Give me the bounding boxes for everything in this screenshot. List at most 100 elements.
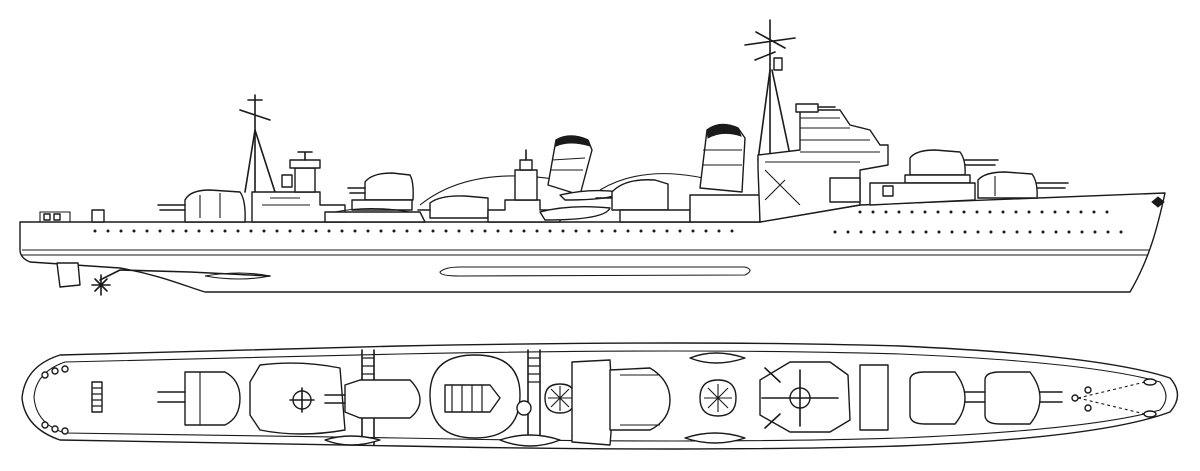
porthole: [171, 229, 175, 233]
porthole: [1067, 230, 1071, 234]
plan-superfiring-turret: [344, 379, 421, 419]
plan-aft-funnel: [544, 383, 576, 414]
porthole: [871, 210, 875, 214]
porthole: [470, 229, 474, 233]
porthole: [1028, 230, 1032, 234]
fore-funnel: [699, 123, 746, 193]
forward-turret-b: [904, 149, 999, 184]
plan-catwalk-mid: [527, 349, 541, 446]
portholes: [93, 210, 1123, 234]
porthole: [872, 230, 876, 234]
porthole: [976, 230, 980, 234]
porthole: [548, 229, 552, 233]
porthole: [249, 229, 253, 233]
porthole: [898, 230, 902, 234]
porthole: [93, 229, 97, 233]
porthole: [1105, 210, 1109, 214]
propeller-icon: [91, 274, 111, 296]
plan-aft-turret: [157, 371, 241, 426]
porthole: [988, 210, 992, 214]
aft-mast: [239, 94, 276, 196]
forward-deckhouse: [869, 182, 976, 206]
porthole: [1002, 230, 1006, 234]
porthole: [184, 229, 188, 233]
porthole: [897, 210, 901, 214]
porthole: [949, 210, 953, 214]
porthole: [923, 210, 927, 214]
porthole: [626, 229, 630, 233]
superfiring-turret: [347, 172, 414, 211]
porthole: [236, 229, 240, 233]
porthole: [858, 210, 862, 214]
porthole: [613, 229, 617, 233]
profile-view: [19, 19, 1166, 296]
porthole: [730, 229, 734, 233]
porthole: [1119, 230, 1123, 234]
porthole: [145, 229, 149, 233]
porthole: [288, 229, 292, 233]
porthole: [962, 210, 966, 214]
porthole: [717, 229, 721, 233]
porthole: [691, 229, 695, 233]
plan-bridge: [759, 361, 851, 433]
porthole: [975, 210, 979, 214]
porthole: [379, 229, 383, 233]
porthole: [963, 230, 967, 234]
searchlight-tower: [281, 151, 321, 193]
porthole: [574, 229, 578, 233]
torpedo-tube-aft: [417, 195, 489, 219]
porthole: [1093, 230, 1097, 234]
porthole: [885, 230, 889, 234]
porthole: [1027, 210, 1031, 214]
porthole: [392, 229, 396, 233]
plan-view: [21, 342, 1179, 450]
porthole: [340, 229, 344, 233]
porthole: [884, 210, 888, 214]
porthole: [1001, 210, 1005, 214]
plan-boat-4: [684, 432, 746, 444]
porthole: [936, 210, 940, 214]
porthole: [327, 229, 331, 233]
forward-turret-a: [977, 171, 1069, 199]
hull-profile: [19, 192, 1166, 293]
porthole: [210, 229, 214, 233]
porthole: [678, 229, 682, 233]
porthole: [652, 229, 656, 233]
porthole: [496, 229, 500, 233]
porthole: [457, 229, 461, 233]
plan-forward-turret-a: [984, 371, 1063, 425]
plan-boat-2: [324, 435, 381, 446]
stern-fittings: [41, 365, 103, 435]
porthole: [833, 230, 837, 234]
porthole: [223, 229, 227, 233]
porthole: [1040, 210, 1044, 214]
porthole: [910, 210, 914, 214]
porthole: [314, 229, 318, 233]
porthole: [587, 229, 591, 233]
porthole: [639, 229, 643, 233]
porthole: [859, 230, 863, 234]
porthole: [431, 229, 435, 233]
boat-midship: [539, 205, 611, 221]
blast-shield: [419, 175, 561, 206]
plan-anchor-chains: [1071, 378, 1157, 418]
porthole: [535, 229, 539, 233]
plan-boat-1: [499, 434, 561, 447]
porthole: [1066, 210, 1070, 214]
porthole: [405, 229, 409, 233]
porthole: [418, 229, 422, 233]
aft-funnel: [547, 135, 593, 196]
porthole: [1092, 210, 1096, 214]
porthole: [366, 229, 370, 233]
foremast: [744, 19, 796, 201]
porthole: [911, 230, 915, 234]
porthole: [301, 229, 305, 233]
porthole: [1054, 230, 1058, 234]
plan-boat-3: [689, 352, 746, 364]
porthole: [561, 229, 565, 233]
porthole: [353, 229, 357, 233]
bilge-keel: [439, 266, 751, 277]
porthole: [600, 229, 604, 233]
aft-gun-turret: [157, 189, 246, 223]
